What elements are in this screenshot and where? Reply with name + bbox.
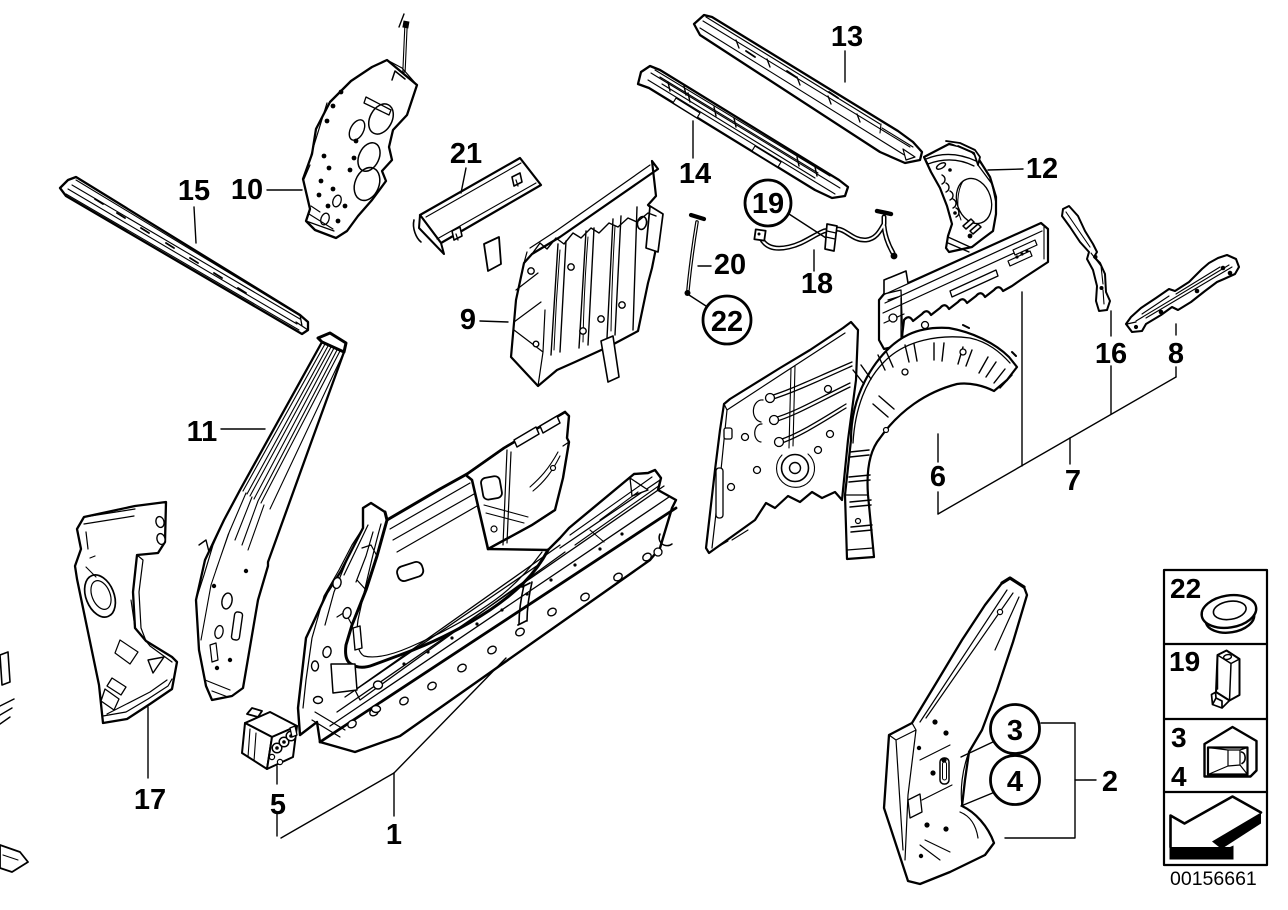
svg-text:11: 11 [187, 416, 218, 448]
svg-text:1: 1 [386, 819, 402, 851]
svg-text:17: 17 [134, 784, 166, 816]
svg-text:18: 18 [801, 268, 833, 300]
svg-text:13: 13 [831, 21, 863, 53]
svg-text:4: 4 [1007, 766, 1023, 798]
svg-text:19: 19 [752, 188, 784, 220]
svg-text:4: 4 [1171, 761, 1187, 792]
svg-text:3: 3 [1007, 715, 1023, 747]
svg-text:3: 3 [1171, 722, 1187, 753]
svg-text:14: 14 [679, 158, 711, 190]
svg-text:7: 7 [1065, 465, 1081, 497]
svg-text:22: 22 [711, 306, 743, 338]
svg-text:00156661: 00156661 [1170, 868, 1257, 890]
svg-text:20: 20 [714, 249, 746, 281]
svg-text:19: 19 [1169, 646, 1200, 677]
svg-text:21: 21 [450, 138, 482, 170]
svg-text:2: 2 [1102, 766, 1118, 798]
svg-text:9: 9 [460, 304, 476, 336]
svg-text:5: 5 [270, 789, 286, 821]
svg-text:15: 15 [178, 175, 210, 207]
svg-text:22: 22 [1170, 573, 1201, 604]
svg-text:6: 6 [930, 461, 946, 493]
svg-text:8: 8 [1168, 338, 1184, 370]
svg-text:12: 12 [1026, 153, 1058, 185]
svg-text:10: 10 [231, 174, 263, 206]
svg-text:16: 16 [1095, 338, 1127, 370]
